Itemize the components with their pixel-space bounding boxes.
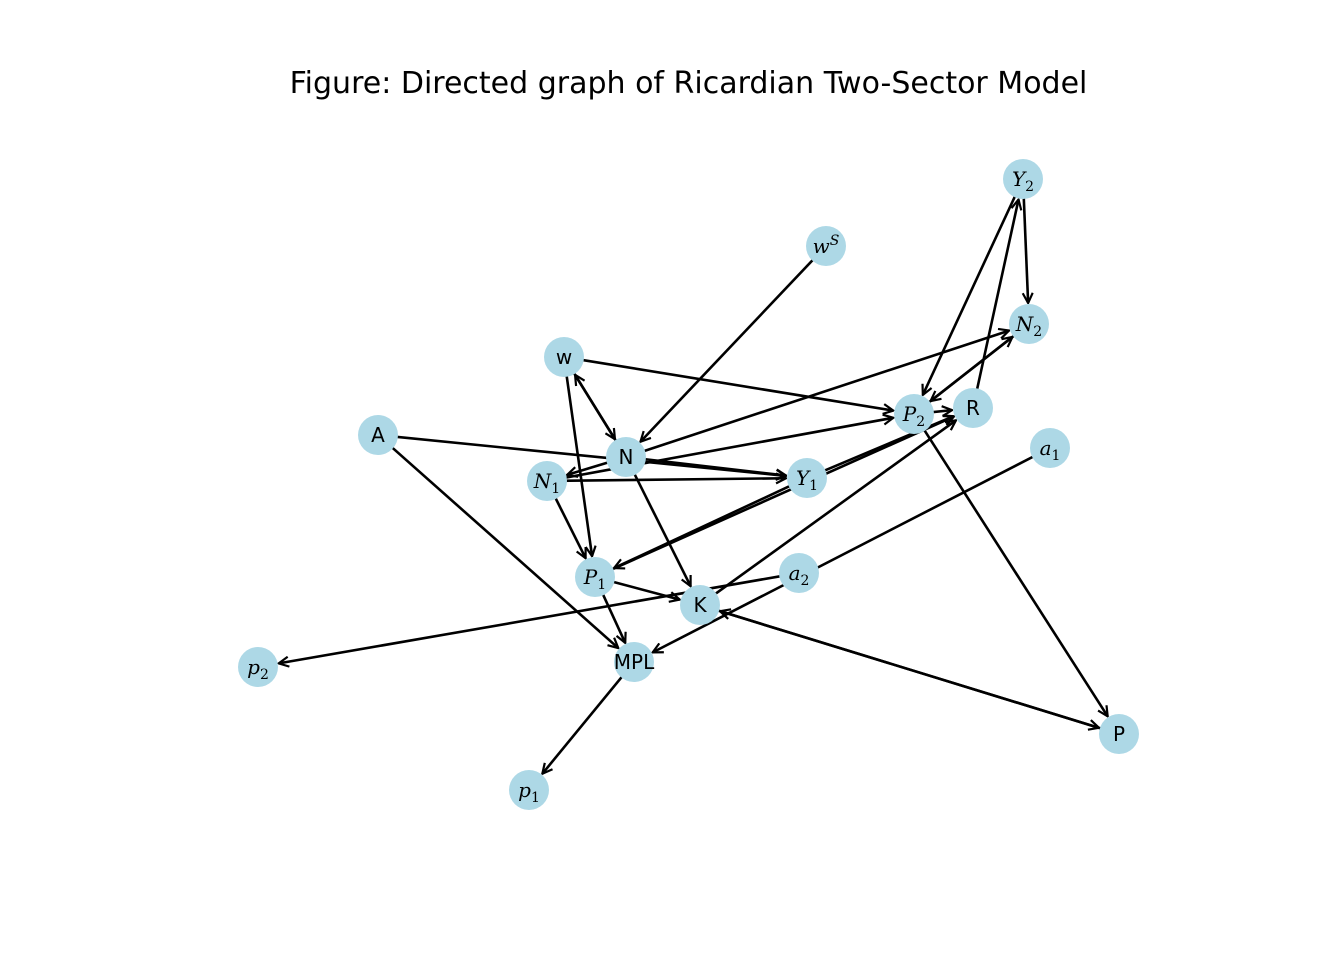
node-circle xyxy=(509,770,549,810)
node-P1: P1 xyxy=(575,557,615,597)
node-P: P xyxy=(1099,714,1139,754)
node-label: P1 xyxy=(583,565,606,593)
diagram-title: Figure: Directed graph of Ricardian Two-… xyxy=(289,66,1088,101)
edge-Y2-to-N2 xyxy=(1023,190,1028,303)
edges-layer xyxy=(279,189,1108,774)
node-Y1: Y1 xyxy=(787,458,827,498)
node-circle xyxy=(1009,304,1049,344)
edge-R-to-Y2 xyxy=(974,200,1019,397)
node-a1: a1 xyxy=(1030,428,1070,468)
node-circle xyxy=(1030,428,1070,468)
node-Y2: Y2 xyxy=(1003,159,1043,199)
node-p1: p1 xyxy=(509,770,549,810)
node-label: N1 xyxy=(533,469,560,497)
node-p2: p2 xyxy=(238,647,278,687)
edge-N-to-N1 xyxy=(567,459,615,474)
edge-N-to-w xyxy=(575,375,621,448)
node-label: Y2 xyxy=(1012,167,1034,195)
edge-Y2-to-P2 xyxy=(923,189,1020,395)
edge-ws-to-N xyxy=(640,253,819,442)
node-R: R xyxy=(953,388,993,428)
node-label: K xyxy=(693,593,707,617)
node-P2: P2 xyxy=(894,394,934,434)
edge-P1-to-R xyxy=(605,417,954,574)
node-label: N xyxy=(619,445,634,469)
node-K: K xyxy=(680,585,720,625)
node-label: a1 xyxy=(1040,436,1061,464)
node-A: A xyxy=(358,415,398,455)
node-circle xyxy=(680,585,720,625)
node-circle xyxy=(1003,159,1043,199)
edge-N1-to-Y1 xyxy=(558,478,786,481)
edge-w-to-P1 xyxy=(564,368,592,556)
edge-N-to-N2 xyxy=(636,331,1009,455)
node-label: wS xyxy=(813,233,840,258)
edge-P1-to-MPL xyxy=(598,587,625,643)
edge-A-to-MPL xyxy=(386,441,618,648)
node-a2: a2 xyxy=(779,553,819,593)
edge-A-to-Y1 xyxy=(389,434,786,476)
edge-a1-to-MPL xyxy=(653,452,1040,654)
node-N: N xyxy=(606,437,646,477)
edge-w-to-P2 xyxy=(575,357,893,411)
node-N1: N1 xyxy=(527,461,567,501)
node-circle xyxy=(575,557,615,597)
node-circle xyxy=(1099,714,1139,754)
edge-P2-to-P xyxy=(919,423,1107,716)
edge-K-to-R xyxy=(708,420,956,600)
node-MPL: MPL xyxy=(614,642,655,682)
node-circle xyxy=(779,553,819,593)
node-circle xyxy=(238,647,278,687)
edge-N2-to-P2 xyxy=(931,330,1021,401)
node-label: MPL xyxy=(614,650,655,674)
node-circle xyxy=(614,642,654,682)
node-ws: wS xyxy=(806,226,846,266)
node-label: p1 xyxy=(518,778,540,806)
edge-MPL-to-p1 xyxy=(542,670,628,773)
node-circle xyxy=(527,461,567,501)
node-label: Y1 xyxy=(796,466,818,494)
node-circle xyxy=(953,388,993,428)
node-label: P xyxy=(1113,722,1125,746)
node-w: w xyxy=(544,337,584,377)
edge-N-to-Y1 xyxy=(637,457,786,475)
node-label: N2 xyxy=(1015,312,1042,340)
edge-N-to-K xyxy=(630,467,692,586)
node-circle xyxy=(806,226,846,266)
node-circle xyxy=(787,458,827,498)
node-N2: N2 xyxy=(1009,304,1049,344)
node-circle xyxy=(358,415,398,455)
node-label: p2 xyxy=(247,655,269,683)
node-circle xyxy=(544,337,584,377)
node-circle xyxy=(606,437,646,477)
node-label: w xyxy=(556,345,572,369)
edge-P-to-K xyxy=(720,611,1108,732)
node-label: a2 xyxy=(789,561,810,589)
node-label: P2 xyxy=(902,402,925,430)
edge-N1-to-P1 xyxy=(551,491,587,558)
node-label: R xyxy=(966,396,980,420)
node-label: A xyxy=(371,423,385,447)
node-circle xyxy=(894,394,934,434)
